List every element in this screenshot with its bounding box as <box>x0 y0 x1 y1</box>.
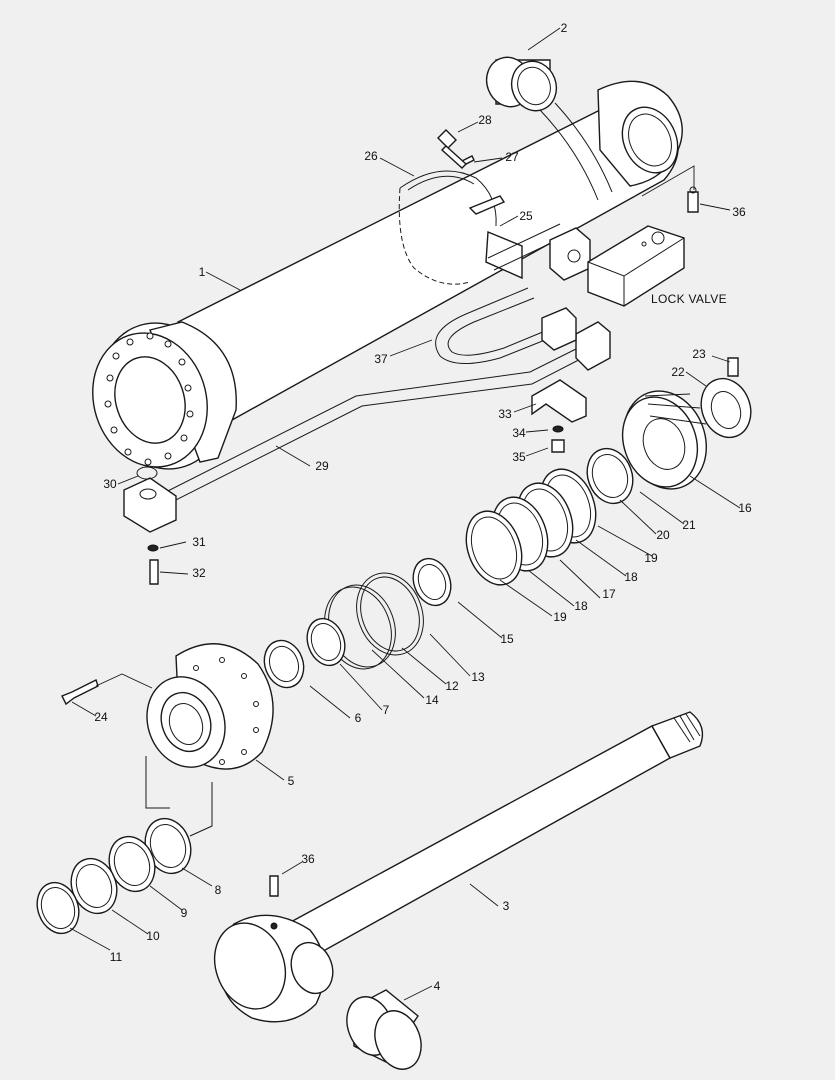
callout-17: 17 <box>602 587 616 601</box>
callout-32: 32 <box>192 566 206 580</box>
pipe-37 <box>435 287 561 365</box>
callout-11: 11 <box>110 950 123 964</box>
callout-27: 27 <box>505 150 519 164</box>
pipe-29 <box>149 339 595 501</box>
seal-11 <box>36 881 80 935</box>
callout-31: 31 <box>192 535 206 549</box>
o-ring-30 <box>136 466 158 480</box>
callout-12: 12 <box>445 679 459 693</box>
callout-13: 13 <box>471 670 485 684</box>
bushing-15 <box>412 557 452 607</box>
leader-lines <box>69 27 741 1001</box>
callout-14: 14 <box>425 693 439 707</box>
bolt-35 <box>551 439 565 453</box>
ring-7 <box>306 617 346 667</box>
callout-7: 7 <box>383 703 390 717</box>
grease-nipple-36 <box>687 186 699 213</box>
callout-2: 2 <box>561 21 568 35</box>
lock-valve-label: LOCK VALVE <box>651 292 727 306</box>
callout-28: 28 <box>478 113 492 127</box>
piston-rod-3 <box>213 711 704 1023</box>
seal-rings-17-21 <box>465 447 634 586</box>
bushing-6 <box>263 639 305 689</box>
pipe-end-flange <box>123 477 177 533</box>
bolt-24 <box>61 679 99 706</box>
callout-29: 29 <box>315 459 329 473</box>
callout-5: 5 <box>288 774 295 788</box>
callout-33: 33 <box>498 407 512 421</box>
support-block <box>531 379 587 423</box>
lock-valve <box>587 225 685 307</box>
seal-10 <box>70 857 118 915</box>
callout-labels: 1 2 3 4 5 6 7 8 9 10 11 12 13 14 15 16 1… <box>94 21 752 993</box>
callout-23: 23 <box>692 347 706 361</box>
bracket-tab <box>468 195 506 215</box>
rod-cover-5 <box>146 643 274 770</box>
callout-18a: 18 <box>624 570 638 584</box>
bushing-4 <box>346 989 422 1070</box>
washer-34 <box>552 425 564 433</box>
callout-1: 1 <box>199 265 206 279</box>
callout-34: 34 <box>512 426 526 440</box>
pipe-29-edge <box>155 349 599 511</box>
callout-25: 25 <box>519 209 533 223</box>
nut-22 <box>700 377 752 439</box>
callout-36b: 36 <box>301 852 315 866</box>
callout-8: 8 <box>215 883 222 897</box>
callout-16: 16 <box>738 501 752 515</box>
callout-15: 15 <box>500 632 514 646</box>
callout-30: 30 <box>103 477 117 491</box>
grease-nipple-36-lower <box>269 875 279 897</box>
callout-20: 20 <box>656 528 670 542</box>
bracket <box>485 230 523 280</box>
callout-4: 4 <box>434 979 441 993</box>
callout-24: 24 <box>94 710 108 724</box>
bolt-32 <box>149 559 159 585</box>
callout-26: 26 <box>364 149 378 163</box>
callout-10: 10 <box>146 929 160 943</box>
callout-21: 21 <box>682 518 696 532</box>
callout-9: 9 <box>181 906 188 920</box>
flange-block-lower <box>575 321 611 371</box>
flange-bolt-holes <box>104 332 194 466</box>
callout-19a: 19 <box>644 551 658 565</box>
pipe-37-edge <box>447 297 563 356</box>
set-screw-23 <box>727 357 739 377</box>
bushing-2 <box>485 56 558 112</box>
callout-3: 3 <box>503 899 510 913</box>
flange-block-mid <box>541 307 577 351</box>
callout-37: 37 <box>374 352 388 366</box>
callout-35: 35 <box>512 450 526 464</box>
cylinder-tube <box>92 80 683 470</box>
callout-18b: 18 <box>574 599 588 613</box>
bolt-28 <box>437 129 468 169</box>
piston-16 <box>621 390 707 490</box>
callout-22: 22 <box>671 365 685 379</box>
callout-36a: 36 <box>732 205 746 219</box>
washer-31 <box>147 544 159 552</box>
clamp-band <box>398 170 497 285</box>
callout-6: 6 <box>355 711 362 725</box>
callout-19b: 19 <box>553 610 567 624</box>
